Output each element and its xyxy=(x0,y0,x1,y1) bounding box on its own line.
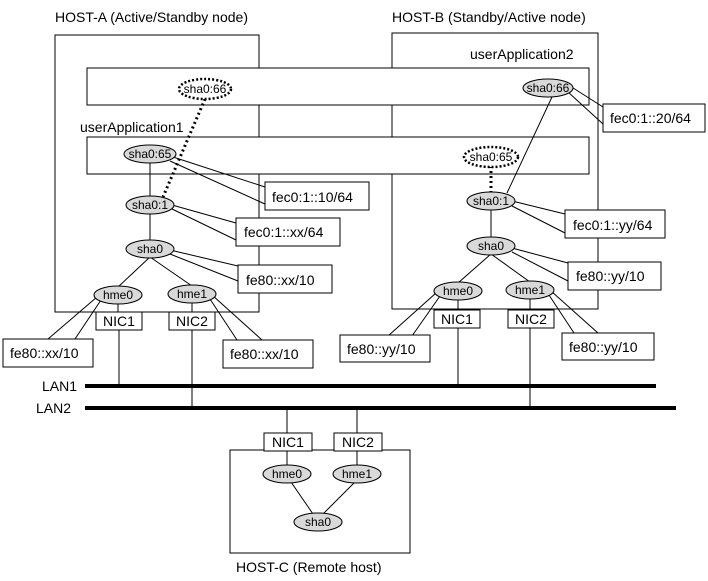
host-b-sha0-hme0-link xyxy=(457,253,492,284)
host-a-sha0-hme1-link xyxy=(149,256,193,287)
callout-line xyxy=(207,295,238,341)
host-b-sha0-1-label: sha0:1 xyxy=(473,194,509,208)
callout-line xyxy=(169,249,239,267)
address-a-hme0: fe80::xx/10 xyxy=(10,345,79,361)
callout-line xyxy=(169,160,266,205)
host-c-title: HOST-C (Remote host) xyxy=(236,559,381,575)
address-box-b-sha0-1 xyxy=(564,209,666,239)
host-c-box xyxy=(229,449,411,554)
host-b-nic1-label: NIC1 xyxy=(441,311,473,327)
lan2-label: LAN2 xyxy=(36,400,71,416)
callout-line xyxy=(47,296,98,340)
user-application-2-region-overlay xyxy=(86,67,590,106)
callout-line xyxy=(411,295,441,337)
host-b-sha0-65-label: sha0:65 xyxy=(470,150,513,164)
host-a-nic1-label: NIC1 xyxy=(103,313,135,329)
host-a-hme1-node xyxy=(167,284,217,304)
host-b-sha0-hme1-link xyxy=(490,253,531,283)
address-b-sha0-1: fec0:1::yy/64 xyxy=(573,217,653,233)
address-a-sha0-1: fec0:1::xx/64 xyxy=(244,224,324,240)
host-a-sha0-66-label: sha0:66 xyxy=(184,82,227,96)
host-a-sha0-1-node xyxy=(125,195,175,215)
host-b-title: HOST-B (Standby/Active node) xyxy=(392,9,586,25)
address-box-a-sha0-1 xyxy=(235,217,341,247)
host-c-hme0-node xyxy=(262,464,312,484)
callout-line xyxy=(387,292,437,337)
host-b-sha0-1-node xyxy=(466,191,516,211)
callout-line xyxy=(171,204,237,224)
host-c-hme0-sha0-link xyxy=(290,481,314,515)
host-c-hme0-label: hme0 xyxy=(272,467,302,481)
callout-line xyxy=(169,253,239,282)
host-c-nic2 xyxy=(333,432,383,452)
user-application-1-label: userApplication1 xyxy=(80,119,184,135)
callout-line xyxy=(169,155,266,188)
callout-line xyxy=(511,251,569,282)
host-b-sha0-label: sha0 xyxy=(478,239,504,253)
host-a-sha0-label: sha0 xyxy=(137,242,163,256)
host-a-title: HOST-A (Active/Standby node) xyxy=(55,9,248,25)
address-box-a-sha0-65 xyxy=(264,181,370,211)
host-b-sha0-66-label: sha0:66 xyxy=(527,81,570,95)
host-a-hme0-node xyxy=(93,285,143,305)
address-box-b-hme0 xyxy=(339,334,431,363)
callout-line xyxy=(511,247,569,264)
address-box-b-sha0-66 xyxy=(602,103,706,133)
host-c-hme1-node xyxy=(332,464,382,484)
callout-line xyxy=(211,294,263,341)
host-b-hme0-label: hme0 xyxy=(443,284,473,298)
host-c-hme1-sha0-link xyxy=(322,481,356,515)
host-c-nic2-label: NIC2 xyxy=(342,434,374,450)
host-a-sha0-65-label: sha0:65 xyxy=(129,147,172,161)
host-c-sha0-node xyxy=(293,512,343,532)
host-b-nic2-label: NIC2 xyxy=(515,311,547,327)
callout-line xyxy=(567,91,604,125)
host-b-sha0-66-node xyxy=(522,78,574,98)
address-a-sha0-65: fec0:1::10/64 xyxy=(272,189,353,205)
host-a-sha0-1-label: sha0:1 xyxy=(132,198,168,212)
host-a-hme1-label: hme1 xyxy=(177,287,207,301)
host-c-nic1-label: NIC1 xyxy=(272,434,304,450)
host-b-hme1-node xyxy=(505,280,555,300)
callout-line xyxy=(511,205,566,234)
callout-line xyxy=(550,290,599,334)
host-b-sha0-65-node xyxy=(462,145,520,169)
callout-line xyxy=(74,299,102,340)
address-box-a-sha0 xyxy=(237,264,333,294)
host-c-sha0-label: sha0 xyxy=(305,515,331,529)
host-a-sha0-66-node xyxy=(177,77,233,101)
host-a-sha0-65-node xyxy=(123,144,177,164)
host-b-sha0-node xyxy=(466,236,516,256)
host-b-hme0-node xyxy=(433,281,483,301)
callout-line xyxy=(171,208,237,241)
host-a-sha0-hme0-link xyxy=(117,256,151,288)
lan1-label: LAN1 xyxy=(42,378,77,394)
address-b-hme0: fe80::yy/10 xyxy=(347,341,416,357)
address-b-sha0: fe80::yy/10 xyxy=(576,268,645,284)
host-a-hme0-label: hme0 xyxy=(103,288,133,302)
host-c-hme1-label: hme1 xyxy=(342,467,372,481)
host-b-nic1 xyxy=(433,309,481,329)
address-a-sha0: fe80::xx/10 xyxy=(246,272,315,288)
address-box-a-hme0 xyxy=(2,338,94,368)
callout-line xyxy=(569,85,604,108)
address-box-b-hme1 xyxy=(561,332,655,361)
callout-line xyxy=(546,291,575,334)
host-b-sha0-66-link xyxy=(506,96,553,194)
address-a-hme1: fe80::xx/10 xyxy=(230,346,299,362)
address-box-b-sha0 xyxy=(567,261,662,291)
address-b-sha0-66: fec0:1::20/64 xyxy=(610,110,691,126)
user-application-2-label: userApplication2 xyxy=(470,46,574,62)
host-c-nic1 xyxy=(263,432,313,452)
callout-line xyxy=(511,200,566,215)
address-box-a-hme1 xyxy=(222,339,314,369)
host-b-hme1-label: hme1 xyxy=(515,283,545,297)
host-a-nic2-label: NIC2 xyxy=(176,313,208,329)
host-a-sha0-node xyxy=(125,239,175,259)
address-b-hme1: fe80::yy/10 xyxy=(569,339,638,355)
host-b-nic2 xyxy=(507,309,555,329)
